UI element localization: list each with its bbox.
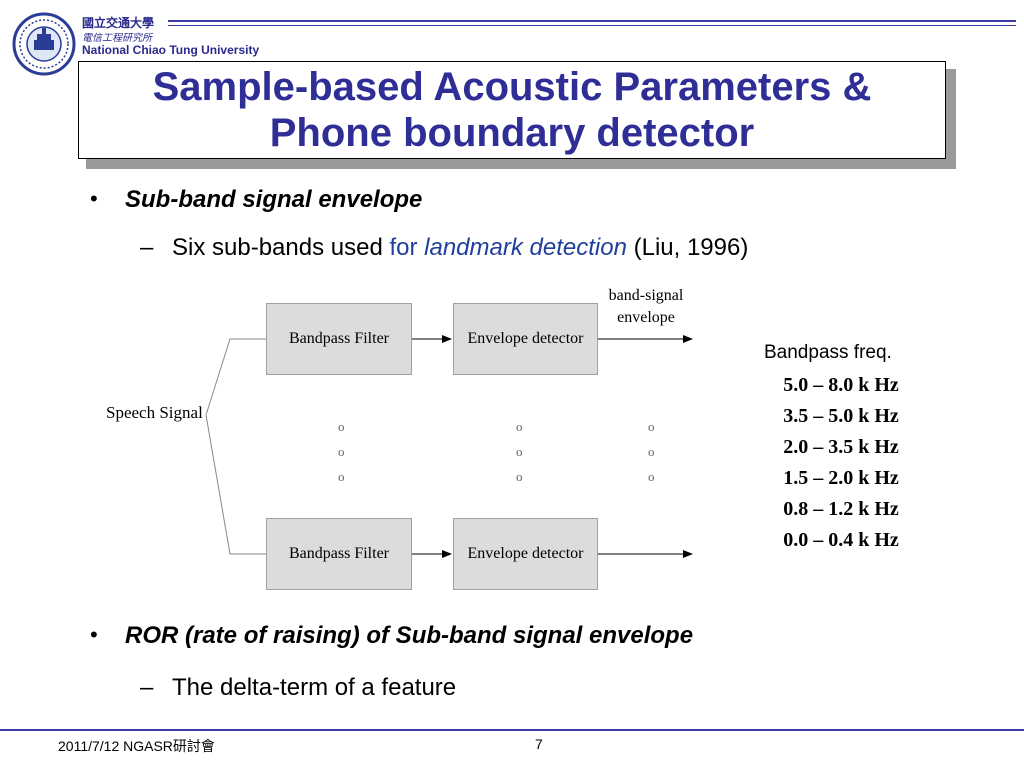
ellipsis-column-filter: o o o (338, 414, 345, 489)
branch-line-bottom (205, 414, 266, 555)
dash-marker: – (140, 234, 154, 261)
output-label: band-signal envelope (598, 285, 694, 329)
footer-date: 2011/7/12 NGASR研討會 (58, 738, 215, 754)
bandpass-filter-box-bottom: Bandpass Filter (266, 518, 412, 590)
page-number: 7 (535, 736, 543, 752)
ellipsis-column-output: o o o (648, 414, 655, 489)
bullet-2-sub: The delta-term of a feature (172, 674, 457, 701)
ellipsis-column-envelope: o o o (516, 414, 523, 489)
university-name-en: National Chiao Tung University (82, 43, 260, 57)
bullet-marker: • (90, 622, 98, 647)
university-seal-icon (12, 12, 76, 76)
title-line-2: Phone boundary detector (269, 111, 755, 155)
freq-item: 0.8 – 1.2 k Hz (783, 498, 899, 520)
header-rule-top (168, 20, 1016, 22)
bullet-marker: • (90, 186, 98, 211)
ellipsis-dot: o (516, 444, 523, 459)
sub-text-part: Six sub-bands used (172, 234, 390, 261)
ellipsis-dot: o (648, 419, 655, 434)
output-label-line-2: envelope (617, 309, 675, 326)
ellipsis-dot: o (648, 469, 655, 484)
sub-text-citation: (Liu, 1996) (626, 234, 749, 261)
ellipsis-dot: o (338, 419, 345, 434)
ellipsis-dot: o (516, 469, 523, 484)
ellipsis-dot: o (338, 469, 345, 484)
department-name-zh: 電信工程研究所 (82, 33, 152, 44)
bandpass-filter-box-top: Bandpass Filter (266, 303, 412, 375)
freq-item: 3.5 – 5.0 k Hz (783, 405, 899, 427)
envelope-detector-box-bottom: Envelope detector (453, 518, 598, 590)
ellipsis-dot: o (648, 444, 655, 459)
sub-text-for: for (389, 234, 425, 261)
branch-line-top (205, 338, 266, 416)
title-box: Sample-based Acoustic Parameters & Phone… (78, 61, 946, 159)
header-rule-thin (168, 25, 1016, 26)
freq-item: 5.0 – 8.0 k Hz (783, 374, 899, 396)
ellipsis-dot: o (516, 419, 523, 434)
bullet-2-text: ROR (rate of raising) of Sub-band signal… (125, 622, 694, 649)
title-line-1: Sample-based Acoustic Parameters & (152, 65, 872, 109)
footer-rule (0, 729, 1024, 731)
freq-item: 2.0 – 3.5 k Hz (783, 436, 899, 458)
dash-marker: – (140, 674, 154, 701)
university-name-zh: 國立交通大學 (82, 16, 155, 30)
freq-item: 0.0 – 0.4 k Hz (783, 529, 899, 551)
speech-signal-label: Speech Signal (106, 403, 203, 422)
output-label-line-1: band-signal (608, 287, 684, 304)
envelope-detector-box-top: Envelope detector (453, 303, 598, 375)
bullet-1-text: Sub-band signal envelope (125, 186, 423, 213)
bullet-1-sub: Six sub-bands used for landmark detectio… (172, 234, 748, 262)
bandpass-freq-list: 5.0 – 8.0 k Hz 3.5 – 5.0 k Hz 2.0 – 3.5 … (760, 370, 922, 556)
sub-text-landmark: landmark detection (424, 234, 627, 261)
ellipsis-dot: o (338, 444, 345, 459)
bandpass-freq-heading: Bandpass freq. (764, 342, 892, 363)
freq-item: 1.5 – 2.0 k Hz (783, 467, 899, 489)
